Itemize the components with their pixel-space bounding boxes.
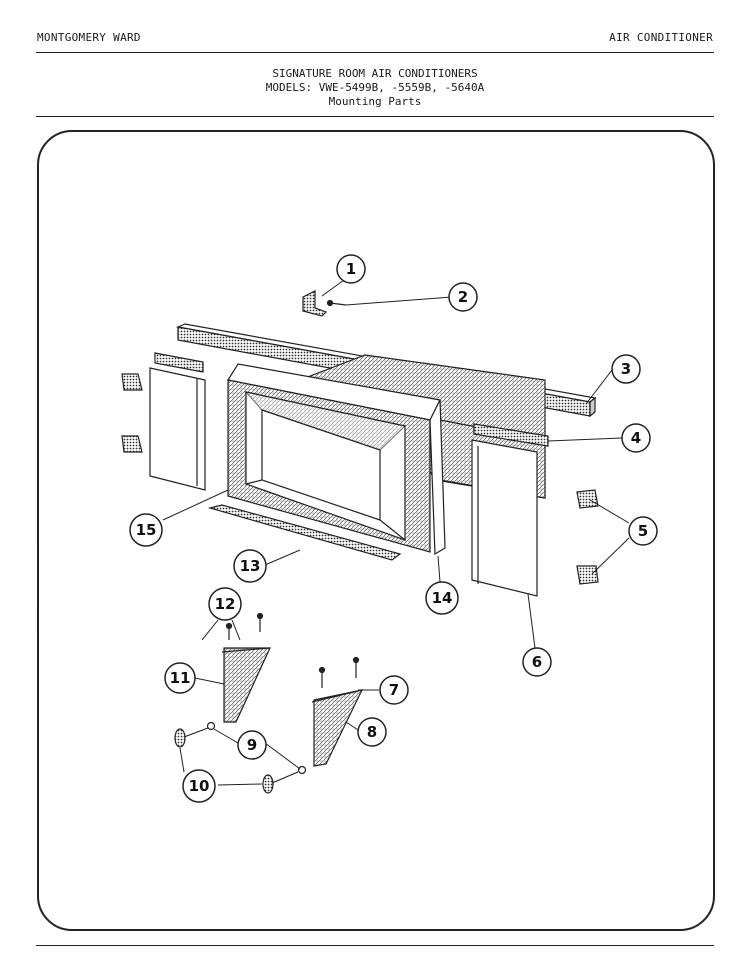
svg-text:4: 4 <box>631 429 641 447</box>
callout-5: 5 <box>628 516 658 546</box>
screws-part-7 <box>318 656 360 688</box>
left-curtain-panel <box>149 352 206 491</box>
callout-13: 13 <box>233 549 267 583</box>
svg-text:8: 8 <box>367 723 377 741</box>
leveling-bolt-upper <box>174 721 216 748</box>
callout-1: 1 <box>336 254 366 284</box>
callout-2: 2 <box>448 282 478 312</box>
side-panel-part-14 <box>429 399 446 556</box>
leader-lines <box>162 279 630 786</box>
title-line-3: Mounting Parts <box>328 95 422 108</box>
svg-text:6: 6 <box>532 653 542 671</box>
svg-text:9: 9 <box>247 736 257 754</box>
svg-text:1: 1 <box>346 260 356 278</box>
svg-text:14: 14 <box>432 589 453 607</box>
support-bracket-part-11 <box>221 647 271 723</box>
callout-10: 10 <box>182 769 216 803</box>
callout-11: 11 <box>164 662 196 694</box>
seal-strip-part-13 <box>207 504 402 561</box>
svg-text:10: 10 <box>189 777 210 795</box>
screw-part-2 <box>326 299 347 307</box>
support-bracket-part-8 <box>311 689 364 767</box>
svg-text:15: 15 <box>136 521 157 539</box>
title-line-1: SIGNATURE ROOM AIR CONDITIONERS <box>272 67 478 80</box>
header-brand: MONTGOMERY WARD <box>37 31 141 44</box>
svg-text:2: 2 <box>458 288 468 306</box>
svg-text:5: 5 <box>638 522 648 540</box>
clip-part-5-upper <box>576 489 599 509</box>
header-rule <box>36 52 714 53</box>
svg-text:3: 3 <box>621 360 631 378</box>
sleeve-frame-part-15 <box>227 363 441 553</box>
callout-9: 9 <box>237 730 267 760</box>
clip-part-5-lower <box>576 565 599 585</box>
title-block: SIGNATURE ROOM AIR CONDITIONERS MODELS: … <box>0 67 750 109</box>
right-curtain-panel-part-6 <box>471 439 538 597</box>
svg-text:11: 11 <box>170 669 191 687</box>
drawing-frame <box>37 130 715 931</box>
leveling-bolt-lower <box>262 765 307 794</box>
footer-rule <box>36 945 714 946</box>
callout-6: 6 <box>522 647 552 677</box>
bracket-part-1 <box>302 290 328 317</box>
callout-4: 4 <box>621 423 651 453</box>
callout-3: 3 <box>611 354 641 384</box>
header-product: AIR CONDITIONER <box>609 31 713 44</box>
filler-strip-part-4 <box>473 423 549 447</box>
svg-text:12: 12 <box>215 595 236 613</box>
svg-text:7: 7 <box>389 681 399 699</box>
svg-text:13: 13 <box>240 557 261 575</box>
left-clip-lower <box>121 435 143 453</box>
callout-12: 12 <box>208 587 242 621</box>
title-rule <box>36 116 714 117</box>
title-line-2: MODELS: VWE-5499B, -5559B, -5640A <box>265 81 485 94</box>
callout-15: 15 <box>129 513 163 547</box>
screws-part-12 <box>225 612 264 640</box>
callout-14: 14 <box>425 581 459 615</box>
callouts: 1 2 3 4 5 6 7 8 9 10 11 12 13 14 15 <box>129 254 658 803</box>
callout-7: 7 <box>379 675 409 705</box>
left-clip-upper <box>121 373 143 391</box>
callout-8: 8 <box>357 717 387 747</box>
